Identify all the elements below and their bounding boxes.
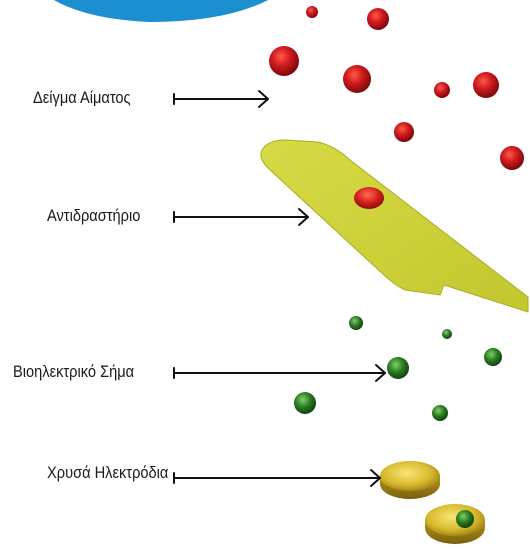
arrow-bioelectric-signal — [174, 365, 385, 381]
red-blood-cell-icon — [367, 8, 389, 30]
green-particle-icon — [432, 405, 448, 421]
signal-particles — [294, 316, 502, 421]
green-particle-icon — [387, 357, 409, 379]
label-blood-sample: Δείγμα Αίματος — [33, 88, 131, 108]
arrow-gold-electrodes — [174, 470, 380, 486]
red-blood-cell-icon — [473, 72, 499, 98]
gold-disc-electrode-icon — [380, 461, 440, 499]
green-particle-icon — [456, 510, 474, 528]
gold-electrodes — [380, 461, 485, 544]
top-arc — [30, 0, 285, 22]
green-particle-icon — [484, 348, 502, 366]
label-gold-electrodes: Χρυσά Ηλεκτρόδια — [47, 463, 168, 483]
blood-drop-icon — [354, 187, 384, 209]
arrow-blood-sample — [174, 91, 268, 107]
red-blood-cell-icon — [343, 65, 371, 93]
label-bioelectric-signal: Βιοηλεκτρικό Σήμα — [13, 362, 134, 382]
red-blood-cell-icon — [500, 146, 524, 170]
gold-disc-electrode-icon — [425, 504, 485, 544]
red-blood-cell-icon — [306, 6, 318, 18]
green-particle-icon — [349, 316, 363, 330]
green-particle-icon — [442, 329, 452, 339]
reagent-strip-icon — [261, 140, 528, 312]
arrow-reagent — [174, 209, 308, 225]
red-blood-cell-icon — [394, 122, 414, 142]
label-reagent: Αντιδραστήριο — [47, 206, 140, 226]
green-particle-icon — [294, 392, 316, 414]
red-blood-cell-icon — [269, 46, 299, 76]
red-blood-cell-icon — [434, 82, 450, 98]
